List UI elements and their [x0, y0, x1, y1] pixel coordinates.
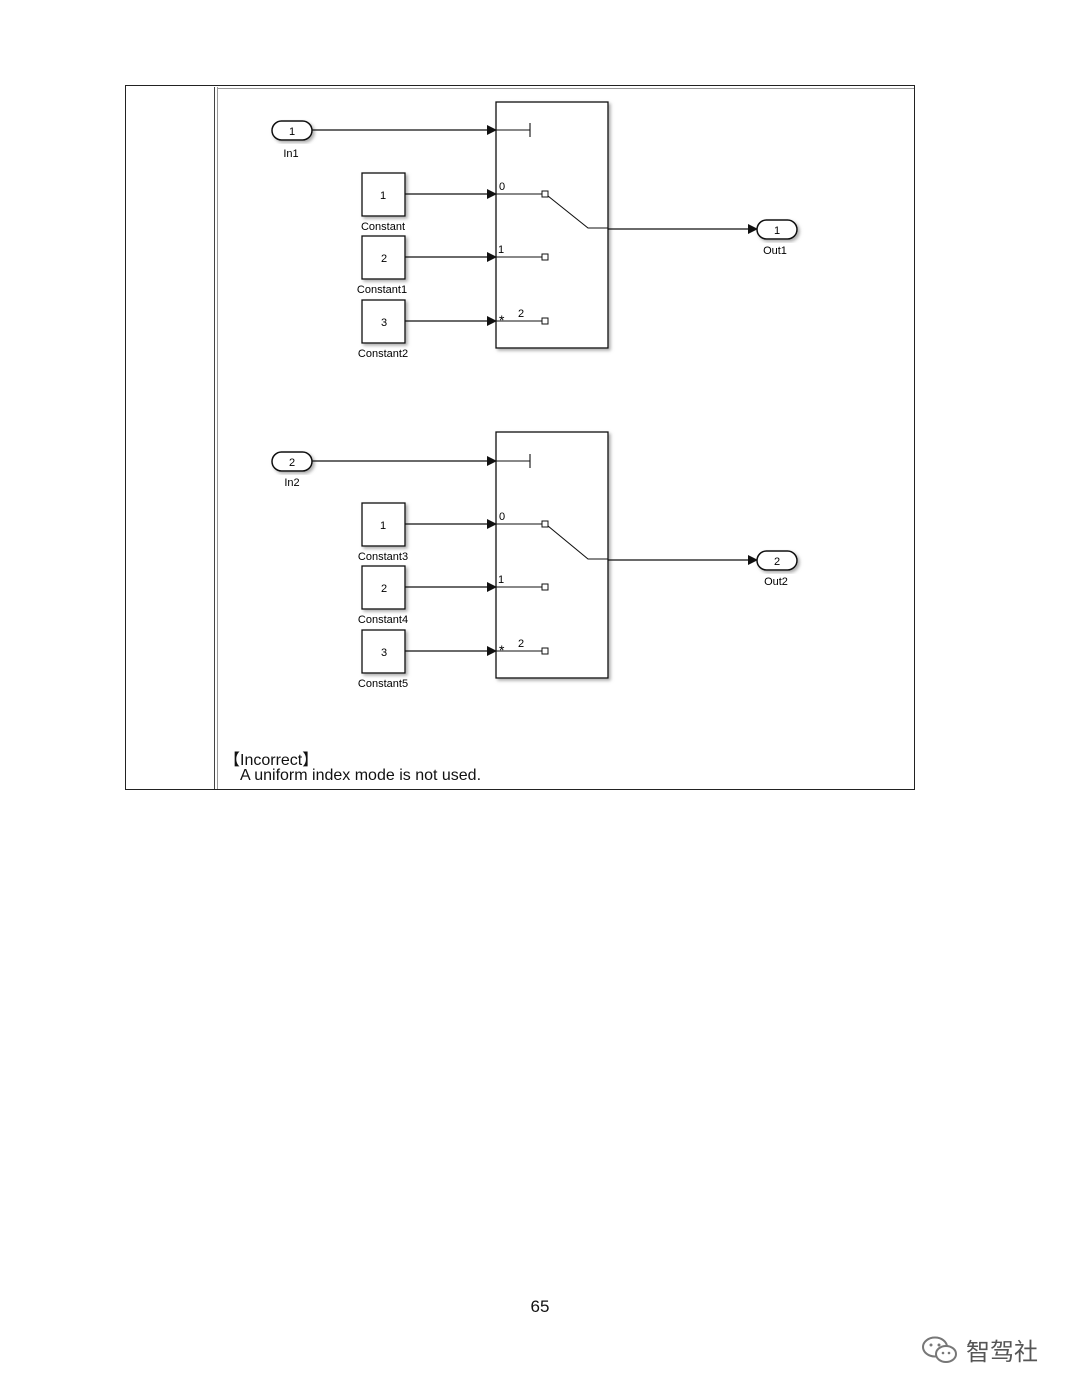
constant-label: Constant3 [358, 551, 408, 563]
page-number: 65 [530, 1297, 550, 1316]
default-star-icon: * [499, 312, 505, 328]
constant-label: Constant2 [358, 348, 408, 360]
wechat-icon [922, 1336, 957, 1363]
outport-out1[interactable]: 1 Out1 [756, 219, 798, 257]
caption-text: A uniform index mode is not used. [240, 767, 482, 784]
constant-label: Constant4 [358, 614, 408, 626]
watermark-text: 智驾社 [966, 1338, 1038, 1366]
constant-label: Constant [361, 221, 405, 233]
switch-port-label: 2 [518, 308, 524, 320]
diagram-2: 2 In2 1 Constant3 2 Constant4 3 Constant… [271, 431, 798, 690]
constant-value: 2 [381, 253, 387, 265]
watermark: 智驾社 [920, 1332, 1038, 1367]
switch-port-label: 0 [499, 181, 505, 193]
inport-in2[interactable]: 2 In2 [271, 451, 313, 489]
outport-label: Out2 [764, 576, 788, 588]
inner-border [218, 88, 914, 89]
constant-block[interactable]: 2 Constant4 [358, 565, 408, 626]
constant-block[interactable]: 1 Constant [361, 172, 406, 233]
switch-port-label: 1 [498, 244, 504, 256]
multiport-switch-block[interactable]: 0 1 * 2 [495, 101, 609, 349]
switch-port-label: 1 [498, 574, 504, 586]
caption-title: 【Incorrect】 [224, 752, 319, 769]
simulink-diagram: 1 In1 1 Constant 2 Constant1 3 Constant2 [271, 101, 798, 690]
constant-value: 2 [381, 583, 387, 595]
inport-in1[interactable]: 1 In1 [271, 120, 313, 160]
constant-value: 3 [381, 317, 387, 329]
constant-block[interactable]: 3 Constant5 [358, 629, 408, 690]
constant-label: Constant1 [357, 284, 407, 296]
switch-port-label: 2 [518, 638, 524, 650]
constant-block[interactable]: 1 Constant3 [358, 502, 408, 563]
outport-out2[interactable]: 2 Out2 [756, 550, 798, 588]
inport-number: 2 [289, 457, 295, 469]
constant-label: Constant5 [358, 678, 408, 690]
inport-label: In1 [283, 148, 298, 160]
constant-value: 3 [381, 647, 387, 659]
inport-number: 1 [289, 126, 295, 138]
multiport-switch-block[interactable]: 0 1 * 2 [495, 431, 609, 679]
inport-label: In2 [284, 477, 299, 489]
constant-value: 1 [380, 190, 386, 202]
outport-label: Out1 [763, 245, 787, 257]
switch-port-label: 0 [499, 511, 505, 523]
column-divider [214, 87, 218, 789]
default-star-icon: * [499, 642, 505, 658]
outport-number: 1 [774, 225, 780, 237]
constant-block[interactable]: 3 Constant2 [358, 299, 408, 360]
constant-block[interactable]: 2 Constant1 [357, 235, 407, 296]
constant-value: 1 [380, 520, 386, 532]
diagram-1: 1 In1 1 Constant 2 Constant1 3 Constant2 [271, 101, 798, 360]
table-frame [125, 85, 915, 790]
outport-number: 2 [774, 556, 780, 568]
